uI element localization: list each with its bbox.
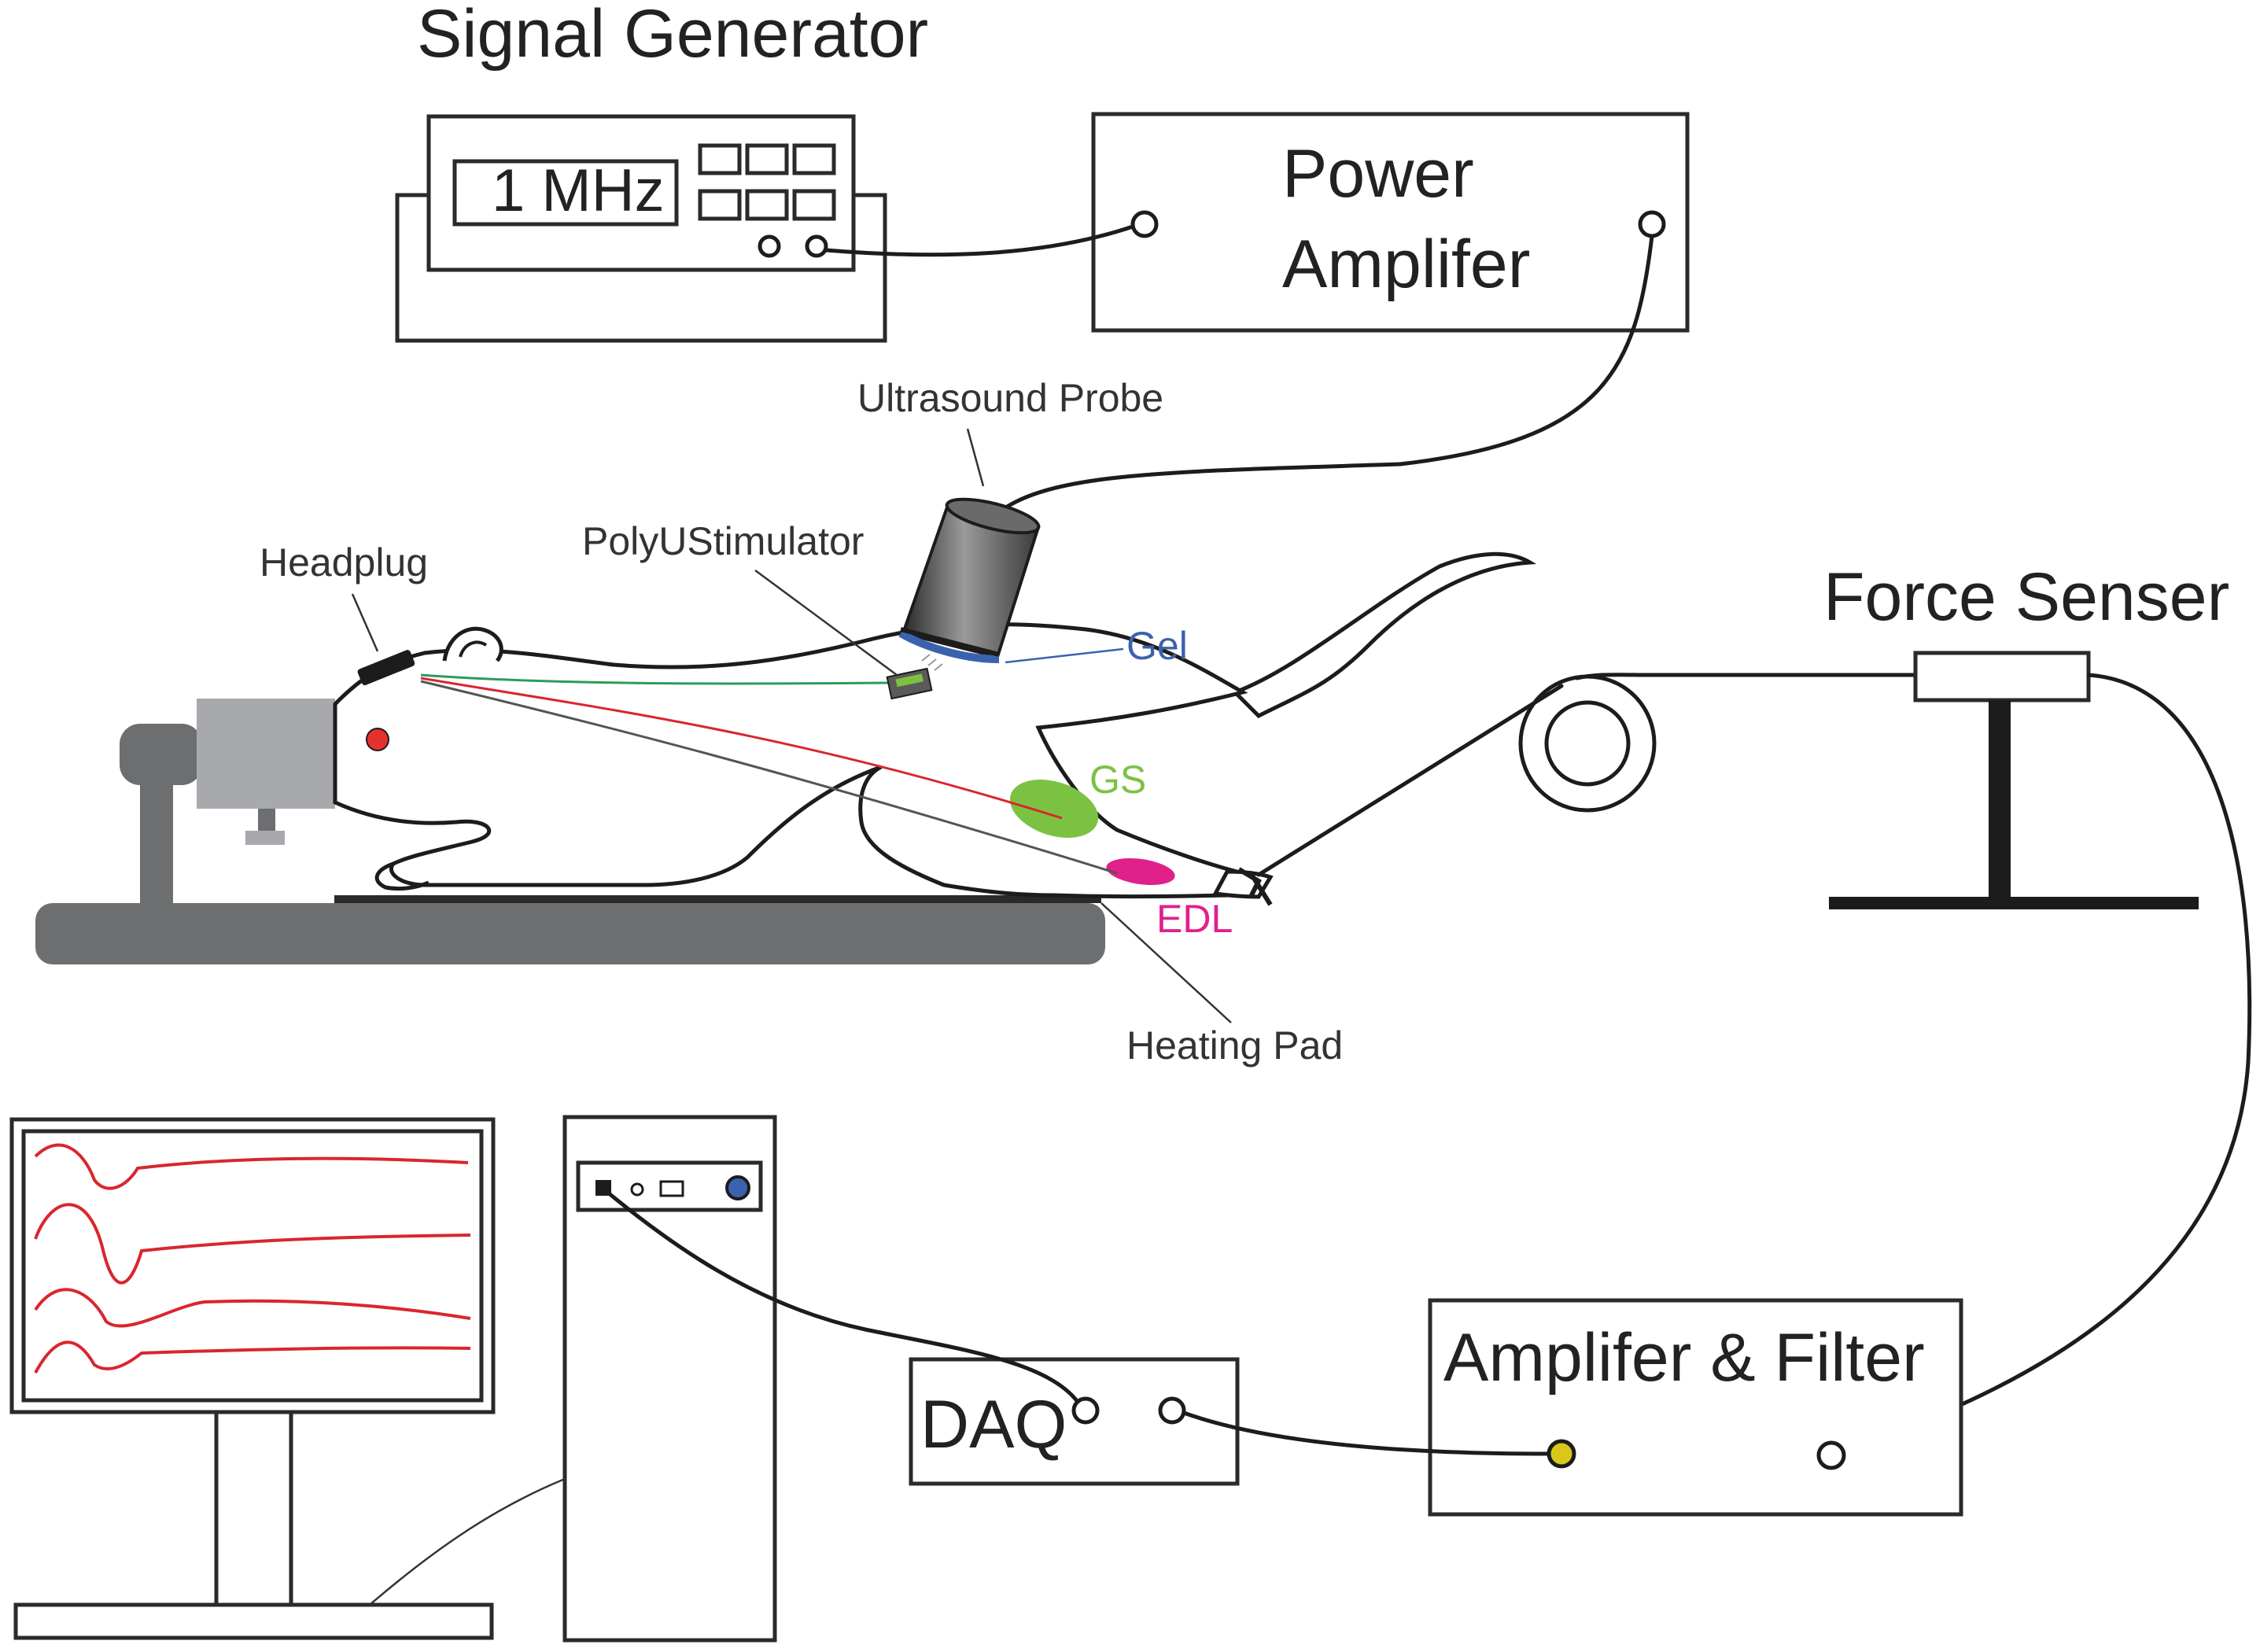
- generator-output-port: [805, 234, 828, 258]
- pulley-inner: [1544, 700, 1631, 787]
- stimulator-wire: [420, 673, 890, 685]
- ultrasound-probe-label: Ultrasound Probe: [857, 376, 1163, 420]
- gel-label: Gel: [1126, 624, 1188, 668]
- amplifier-filter-label: Amplifer & Filter: [1443, 1320, 1925, 1396]
- power-amplifier: Power Amplifer: [1091, 112, 1690, 333]
- heating-pad-label: Heating Pad: [1126, 1023, 1343, 1068]
- headplug: [357, 650, 415, 686]
- monitor-stand: [13, 1602, 494, 1640]
- filter-input-port: [1816, 1440, 1846, 1470]
- headplug-leader: [351, 593, 379, 652]
- signal-generator-label: Signal Generator: [417, 0, 928, 72]
- frequency-display: [452, 159, 679, 227]
- probe-face: [900, 627, 1000, 657]
- power-amp-output-port: [1638, 210, 1666, 238]
- electrode-wire-gray: [420, 680, 1118, 875]
- rat: [333, 551, 1537, 906]
- stimulator-leader: [754, 569, 898, 677]
- platform-base: [35, 903, 1105, 964]
- holder-arm: [120, 724, 202, 785]
- filter-output-port: [1547, 1439, 1576, 1469]
- daq-port-1: [1071, 1396, 1100, 1425]
- holder-post: [140, 767, 173, 905]
- wire-generator-to-amp: [824, 224, 1135, 257]
- monitor-traces: [34, 1143, 471, 1374]
- sensor-stand-post: [1989, 700, 2011, 906]
- power-amplifier-label-2: Amplifer: [1282, 227, 1530, 302]
- amplifier-filter: Amplifer & Filter: [1428, 1298, 1963, 1517]
- wire-filter-to-daq: [1182, 1410, 1550, 1456]
- daq: DAQ: [909, 1357, 1240, 1486]
- force-sensor-label: Force Senser: [1823, 559, 2229, 635]
- gs-muscle: [1009, 780, 1099, 838]
- force-sensor-body: [1913, 651, 2091, 702]
- probe-top: [945, 497, 1041, 535]
- daq-port-2: [1158, 1396, 1186, 1425]
- edl-muscle: [1106, 858, 1175, 885]
- edl-label: EDL: [1156, 897, 1233, 941]
- monitor-screen: [21, 1129, 484, 1403]
- electrode-wire-red: [420, 677, 1063, 820]
- rat-ear: [442, 626, 503, 662]
- rat-eye: [366, 728, 389, 751]
- rat-tail: [1231, 551, 1537, 719]
- daq-label: DAQ: [920, 1387, 1067, 1462]
- rat-front-paw: [374, 861, 430, 891]
- head-holder: [197, 699, 335, 809]
- poly-u-stimulator: [886, 654, 943, 700]
- wire-daq-to-computer: [602, 1187, 1080, 1404]
- string-ankle-to-pulley: [1256, 684, 1564, 877]
- gel-leader: [1005, 647, 1124, 664]
- heating-pad-leader: [1101, 902, 1232, 1023]
- ankle-clamp: [1237, 867, 1273, 906]
- generator-port-1: [758, 234, 781, 258]
- force-sensor: Force Senser: [1823, 559, 2229, 909]
- gel-layer: [898, 629, 1000, 663]
- monitor: [9, 1117, 496, 1640]
- gs-label: GS: [1089, 758, 1146, 802]
- platform: [35, 699, 1105, 964]
- computer-tower: [562, 1115, 777, 1643]
- power-amplifier-label-1: Power: [1282, 136, 1474, 212]
- frequency-readout: 1 MHz: [492, 157, 665, 224]
- wire-sensor-to-filter: [1830, 673, 2252, 1456]
- power-amplifier-box: [1091, 112, 1690, 333]
- tower-power-button: [725, 1175, 750, 1200]
- power-amp-input-port: [1130, 210, 1159, 238]
- ultrasound-probe: [898, 497, 1041, 663]
- signal-generator: Signal Generator 1 MHz: [395, 0, 928, 343]
- cable-monitor-to-tower: [369, 1477, 566, 1606]
- heating-pad: [334, 895, 1101, 903]
- sensor-stand-base: [1829, 897, 2199, 909]
- pulley: [1518, 674, 1657, 813]
- holder-screw: [258, 809, 275, 832]
- string-pulley-to-sensor: [1575, 673, 1918, 680]
- poly-stimulator-label: PolyUStimulator: [582, 519, 864, 563]
- monitor-neck: [214, 1410, 293, 1607]
- daq-box: [909, 1357, 1240, 1486]
- holder-screw-base: [245, 831, 285, 845]
- amplifier-filter-box: [1428, 1298, 1963, 1517]
- generator-buttons: [698, 143, 836, 221]
- wire-amp-to-probe: [993, 234, 1654, 518]
- probe-leader: [966, 428, 985, 487]
- headplug-label: Headplug: [260, 540, 428, 584]
